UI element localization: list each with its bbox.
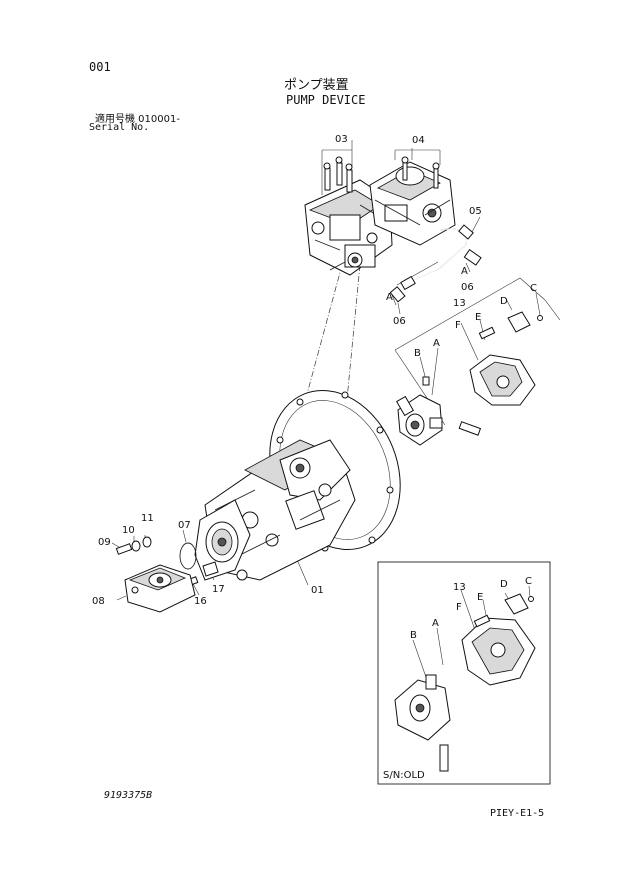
callout-04: 04: [412, 135, 425, 146]
callout-06-lower: 06: [393, 316, 406, 327]
inset-callout-e: E: [477, 592, 483, 603]
inset-callout-f: F: [456, 602, 462, 613]
plug-17: [202, 561, 219, 577]
page-number: 001: [89, 60, 111, 74]
callout-a-coupling: A: [433, 338, 440, 349]
inset-callout-d: D: [500, 579, 508, 590]
bolt-09: [115, 543, 133, 555]
gear-pump-08: [124, 564, 196, 613]
callout-d: D: [500, 296, 508, 307]
callout-11: 11: [141, 513, 154, 524]
washer-11: [142, 536, 152, 548]
callout-f: F: [455, 320, 461, 331]
coupling-block-d: [507, 311, 531, 333]
inset-callout-13: 13: [453, 582, 466, 593]
inset-callout-a: A: [432, 618, 439, 629]
o-ring-07: [179, 542, 197, 570]
callout-03: 03: [335, 134, 348, 145]
coupling-bolt-a: [458, 421, 482, 436]
callout-17: 17: [212, 584, 225, 595]
adapter-06: [389, 249, 482, 303]
washer-10: [131, 540, 141, 552]
callout-10: 10: [122, 525, 135, 536]
callout-16: 16: [194, 596, 207, 607]
callout-08: 08: [92, 596, 105, 607]
pilot-hose-05: [400, 224, 474, 291]
callout-a-upper-1: A: [461, 266, 468, 277]
applicability-label: 適用号機 010001-: [95, 114, 180, 125]
page-title-english: PUMP DEVICE: [286, 93, 366, 107]
coupling-element-f: [469, 354, 536, 406]
callout-labels: 03 04 05 A 06 A 06 13 D C E F A B 09 10 …: [92, 134, 537, 781]
callout-07: 07: [178, 520, 191, 531]
pilot-valve-assembly-04: [369, 156, 456, 246]
regulator-assembly-03: [304, 156, 393, 276]
callout-09: 09: [98, 537, 111, 548]
callout-06-upper: 06: [461, 282, 474, 293]
main-pump-01: [194, 390, 401, 581]
callout-e: E: [475, 312, 481, 323]
inset-label: S/N:OLD: [383, 770, 425, 781]
inset-callout-c: C: [525, 576, 532, 587]
callout-b: B: [414, 348, 421, 359]
coupling-pin-c: [537, 315, 543, 321]
serial-number-label: Serial No.: [89, 122, 150, 133]
inset-old-coupling: [377, 561, 551, 785]
drawing-number: 9193375B: [104, 790, 153, 801]
coupling-hub-b: [395, 376, 443, 446]
callout-01: 01: [311, 585, 324, 596]
inset-callout-b: B: [410, 630, 417, 641]
coupling-bolt-e: [478, 326, 496, 340]
page-title-japanese: ポンプ装置: [284, 78, 349, 93]
sheet-identifier: PIEY-E1-5: [490, 808, 545, 819]
callout-c: C: [530, 283, 537, 294]
callout-a-upper-2: A: [386, 292, 393, 303]
callout-05: 05: [469, 206, 482, 217]
callout-13: 13: [453, 298, 466, 309]
